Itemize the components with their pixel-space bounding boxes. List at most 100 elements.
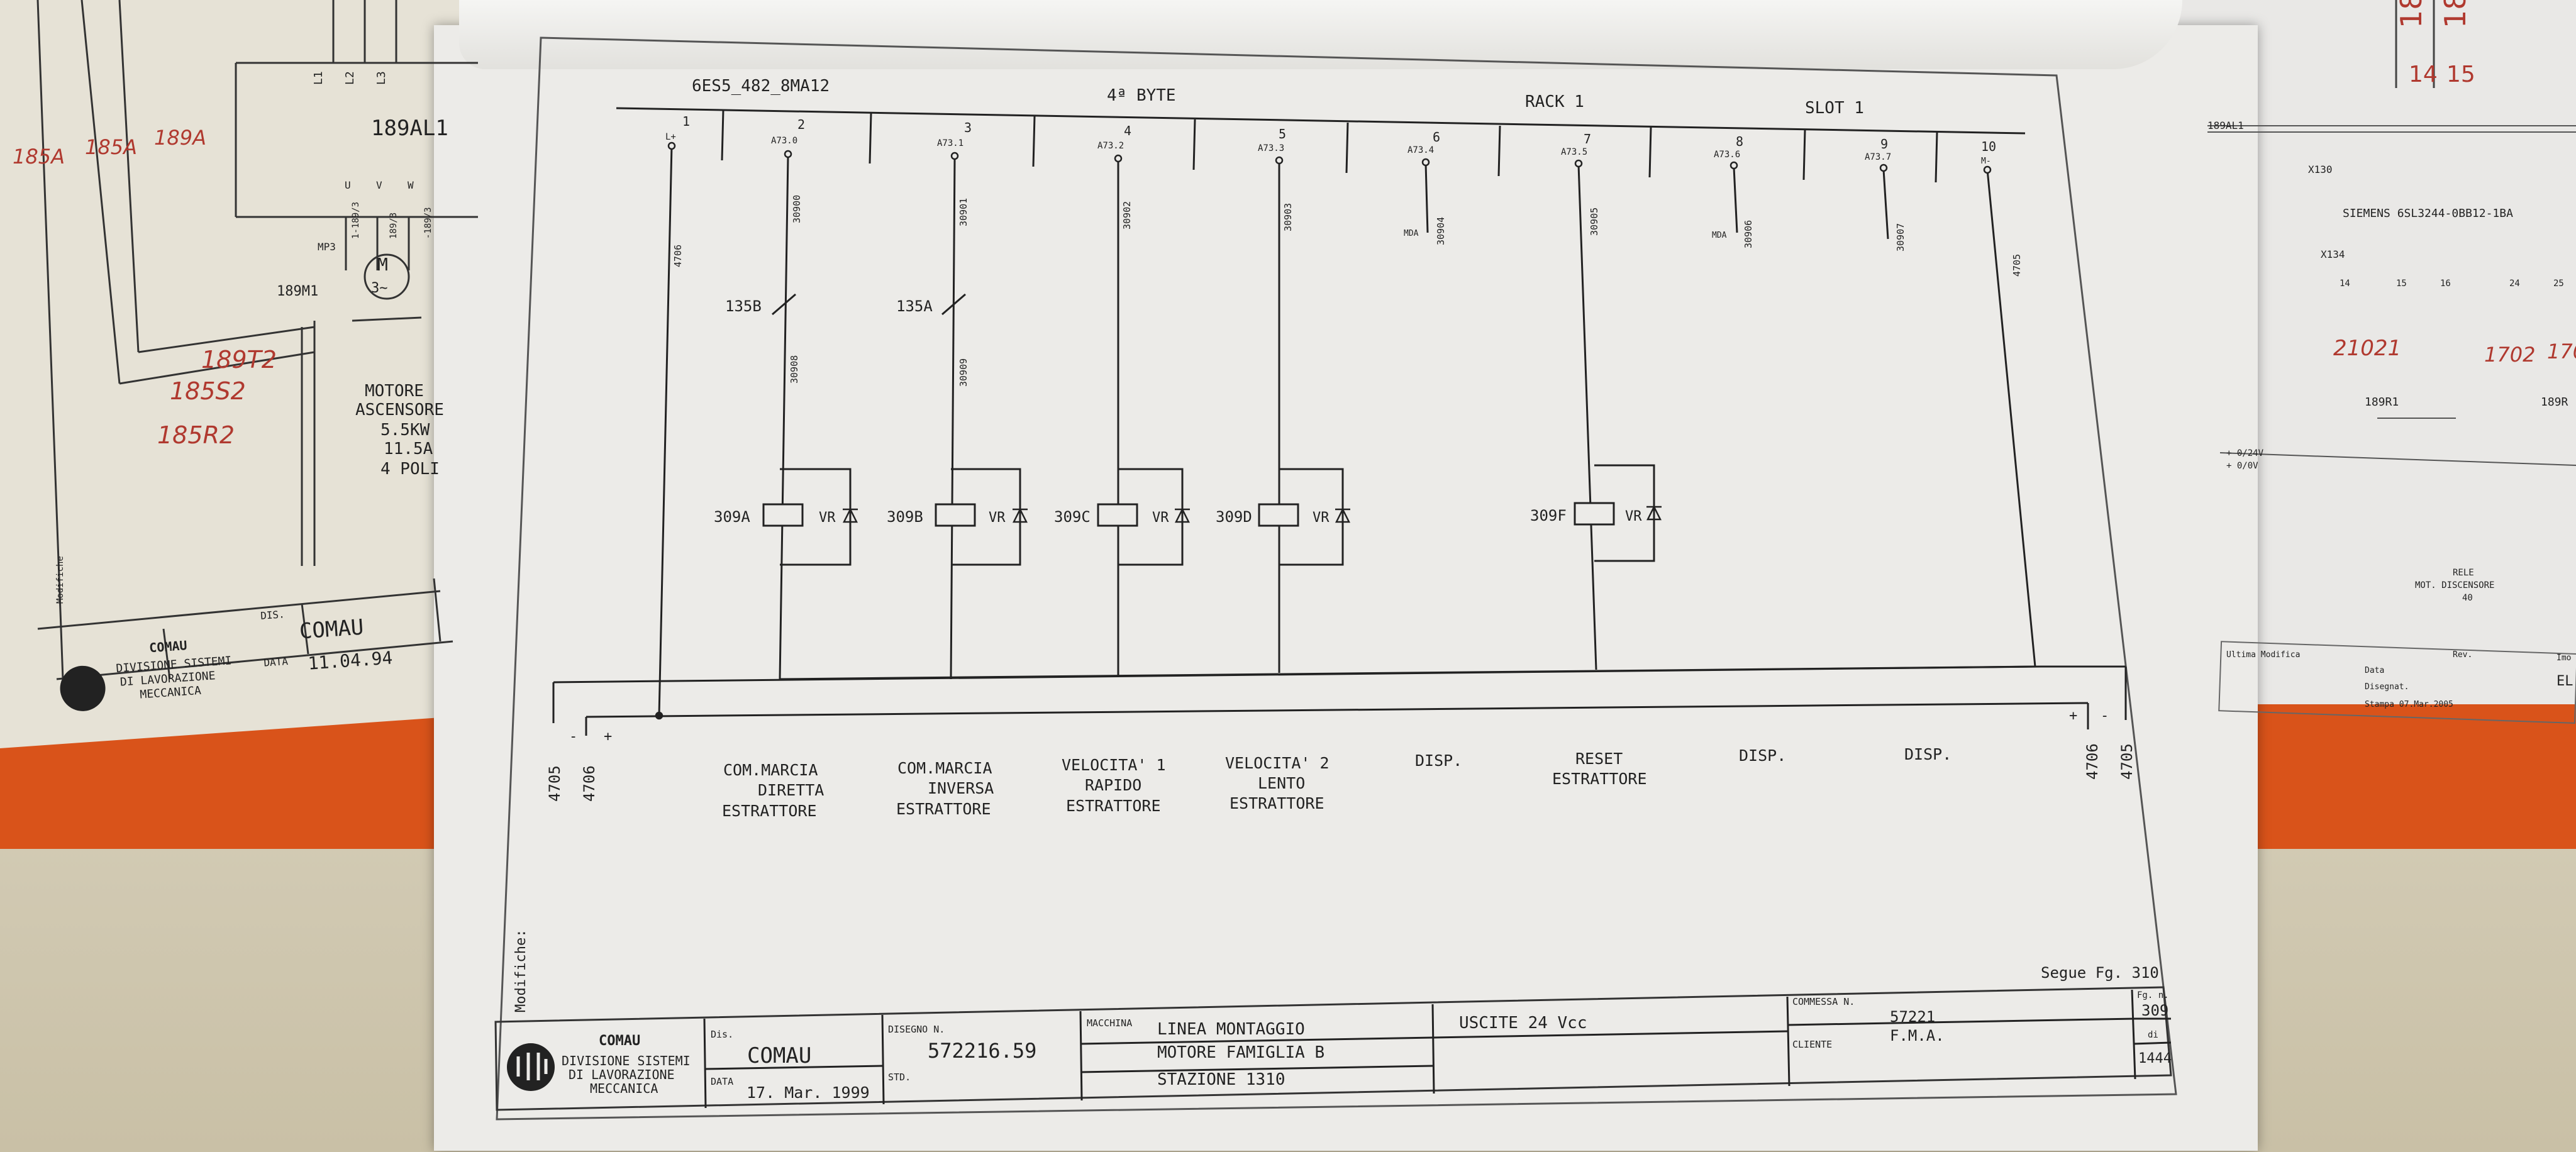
wire-30904: 30904 — [1435, 217, 1446, 245]
vr-label-3: VR — [1152, 510, 1169, 526]
left-wire-3: -189/3 — [423, 207, 433, 239]
left-terminal-v: V — [376, 179, 382, 191]
desc-5-line-1: DISP. — [1415, 751, 1462, 770]
address-a73-6: A73.6 — [1714, 150, 1740, 160]
plc-module: 6ES5_482_8MA12 — [692, 77, 830, 96]
left-wire-1: 1-189/3 — [351, 202, 361, 239]
terminal-5: 5 — [1279, 126, 1286, 141]
left-device-label: 189AL1 — [371, 116, 448, 141]
motor-id: 189M1 — [277, 284, 318, 299]
division-line-3: MECCANICA — [590, 1081, 658, 1096]
left-terminal-u: U — [345, 179, 351, 191]
suppressor-diodes — [842, 505, 1662, 523]
desc-8-line-1: DISP. — [1904, 745, 1951, 763]
plus-left: + — [604, 729, 612, 745]
right-table-row-4: Stampa 07.Mar.2005 — [2365, 700, 2453, 709]
vr-label-1: VR — [819, 510, 836, 526]
desc-7-line-1: DISP. — [1739, 746, 1786, 765]
fg-value: 309 — [2141, 1002, 2168, 1019]
right-table-head-3: EL — [2557, 673, 2573, 689]
address-a73-0: A73.0 — [771, 136, 797, 146]
terminal-2: 2 — [797, 117, 805, 132]
terminal-1: 1 — [682, 114, 690, 129]
desc-1-line-1: COM.MARCIA — [723, 761, 818, 779]
hand-label-185a-2: 185A — [85, 135, 137, 159]
macchina-line-1: LINEA MONTAGGIO — [1157, 1020, 1305, 1039]
left-dis-value: COMAU — [299, 614, 365, 644]
hand-label-185s2: 185S2 — [170, 377, 246, 405]
address-a73-4: A73.4 — [1407, 145, 1434, 155]
right-table-row-2: Data — [2365, 666, 2384, 675]
company-name: COMAU — [599, 1033, 640, 1049]
left-dis-label: DIS. — [260, 608, 286, 622]
right-device: 189AL1 — [2207, 119, 2244, 131]
wire-4705-top: 4705 — [2011, 254, 2023, 277]
right-pin-15: 15 — [2396, 279, 2407, 289]
wire-30900: 30900 — [791, 195, 802, 223]
address-a73-3: A73.3 — [1258, 143, 1284, 153]
right-hand-mid-2: 1702 — [2484, 343, 2535, 367]
desc-1-line-3: ESTRATTORE — [722, 802, 817, 820]
right-hand-mid-1: 21021 — [2333, 336, 2401, 361]
right-table-head-2: Imo — [2557, 653, 2571, 663]
vr-label-4: VR — [1313, 510, 1330, 526]
comau-logo-mark — [516, 1053, 548, 1080]
terminal-6: 6 — [1433, 130, 1440, 145]
desc-6-line-2: ESTRATTORE — [1552, 770, 1647, 788]
vr-label-2: VR — [989, 510, 1006, 526]
right-pin-24: 24 — [2509, 279, 2520, 289]
desc-3-line-2: RAPIDO — [1085, 776, 1141, 794]
motor-text-3: 5.5KW — [380, 421, 430, 440]
disegno-value: 572216.59 — [928, 1039, 1036, 1063]
right-siemens: SIEMENS 6SL3244-0BB12-1BA — [2343, 207, 2513, 220]
motor-text-5: 4 POLI — [380, 460, 440, 479]
data-label: DATA — [711, 1076, 733, 1087]
left-wire-2: 189/3 — [389, 213, 399, 239]
right-x134: X134 — [2321, 248, 2345, 260]
relay-309f: 309F — [1530, 507, 1567, 524]
right-table-row-1: Ultima Modifica — [2226, 650, 2300, 660]
data-value: 17. Mar. 1999 — [747, 1083, 870, 1102]
hand-label-185r2: 185R2 — [157, 421, 235, 449]
left-sheet-drawing — [36, 0, 478, 680]
desc-4-line-3: ESTRATTORE — [1230, 794, 1324, 812]
commessa-value: 57221 — [1890, 1008, 1935, 1026]
desc-3-line-1: VELOCITA' 1 — [1062, 756, 1166, 774]
terminal-9: 9 — [1880, 136, 1888, 152]
wire-30902: 30902 — [1121, 201, 1133, 230]
hand-label-189t2: 189T2 — [201, 346, 277, 374]
desc-2-line-3: ESTRATTORE — [896, 800, 991, 818]
terminal-7: 7 — [1584, 131, 1591, 147]
right-pin-14: 14 — [2340, 279, 2350, 289]
left-data-value: 11.04.94 — [308, 647, 394, 673]
right-rele-2: MOT. DISCENSORE — [2415, 580, 2494, 590]
minus-left: - — [569, 729, 577, 745]
right-rele-1: RELE — [2453, 568, 2474, 578]
left-comau-logo — [60, 665, 106, 711]
macchina-label: MACCHINA — [1087, 1017, 1132, 1029]
left-sheet-labels: 189AL1 L1 L2 L3 U V W 1-189/3 189/3 -189… — [13, 71, 448, 711]
wire-30905: 30905 — [1589, 208, 1600, 236]
left-terminal-w: W — [408, 179, 414, 191]
cliente-value: F.M.A. — [1890, 1027, 1945, 1044]
motor-text-2: ASCENSORE — [355, 401, 444, 419]
desc-4-line-2: LENTO — [1258, 774, 1305, 792]
main-schematic — [494, 36, 2177, 1121]
mda-label-8: MDA — [1712, 231, 1727, 240]
hand-label-185a-1: 185A — [13, 145, 65, 169]
right-table-head-1: Rev. — [2453, 650, 2472, 660]
left-breaker-l3: L3 — [375, 71, 388, 85]
right-table-row-3: Disegnat. — [2365, 682, 2409, 692]
right-relay-2: 189R — [2541, 396, 2568, 409]
desc-4-line-1: VELOCITA' 2 — [1225, 754, 1330, 772]
motor-text-4: 11.5A — [384, 440, 433, 458]
wire-4706-top: 4706 — [672, 245, 684, 267]
wire-30903: 30903 — [1282, 203, 1294, 231]
motor-text-1: MOTORE — [365, 382, 424, 401]
di-label: di — [2148, 1030, 2158, 1040]
slot-label: SLOT 1 — [1805, 99, 1864, 118]
supply-m-minus: M- — [1981, 157, 1991, 166]
terminal-10: 10 — [1981, 139, 1996, 154]
terminal-4: 4 — [1124, 123, 1131, 138]
hand-label-189a: 189A — [154, 126, 206, 150]
